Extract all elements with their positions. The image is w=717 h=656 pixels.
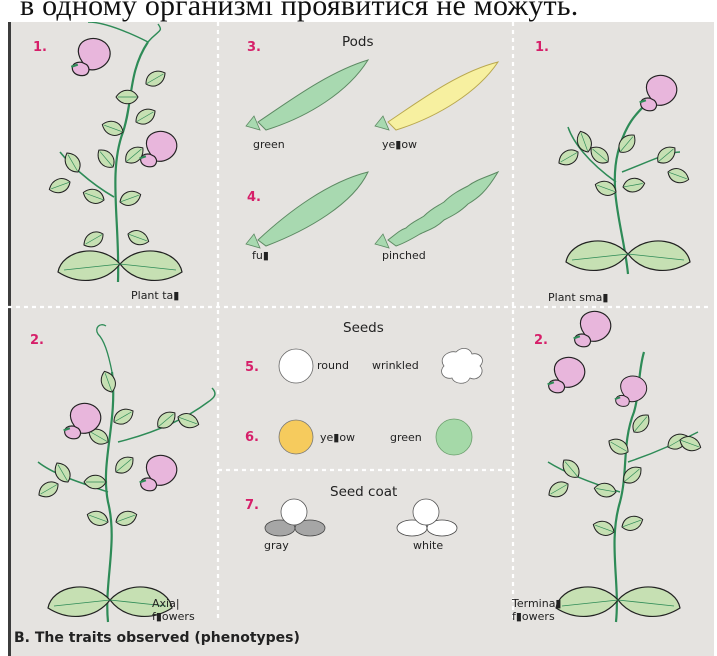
pod-pinched-shape [375,172,498,248]
label-pod-full: fu▮ [252,250,269,262]
pod-green-shape [246,60,368,130]
diagram-art [8,22,711,656]
seed-round-shape [279,349,313,383]
label-axial-flowers: f▮owers [152,611,195,623]
number-4: 4. [247,190,261,205]
plant-axial-illustration [36,325,215,622]
pod-full-shape [246,172,368,248]
pod-yellow-shape [375,62,498,130]
label-pod-green: green [253,139,285,151]
seed-coat-title: Seed coat [330,484,397,500]
number-3: 3. [247,40,261,55]
label-seed-yellow: ye▮ow [320,432,355,444]
label-coat-gray: gray [264,540,289,552]
figure-caption: B. The traits observed (phenotypes) [14,630,300,646]
label-seed-green: green [390,432,422,444]
pods-title: Pods [342,34,374,50]
label-plant-tall: Plant ta▮ [131,290,179,302]
plant-terminal-illustration [546,311,703,622]
label-axial: Axia| [152,598,180,610]
number-2-right: 2. [534,333,548,348]
seeds-title: Seeds [343,320,384,336]
plant-tall-illustration [47,22,182,282]
number-1-right: 1. [535,40,549,55]
seed-coat-gray-shape [265,499,325,536]
plant-small-illustration [556,75,691,274]
label-terminal-flowers: f▮owers [512,611,555,623]
seed-green-shape [436,419,472,455]
label-pod-pinched: pinched [382,250,426,262]
number-7: 7. [245,498,259,513]
label-plant-small: Plant sma▮ [548,292,608,304]
number-5: 5. [245,360,259,375]
label-seed-round: round [317,360,349,372]
seed-wrinkled-shape [442,348,483,383]
seed-coat-white-shape [397,499,457,536]
label-seed-wrinkled: wrinkled [372,360,419,372]
label-coat-white: white [413,540,443,552]
label-terminal: Termina▮ [512,598,561,610]
number-6: 6. [245,430,259,445]
number-1-left: 1. [33,40,47,55]
number-2-left: 2. [30,333,44,348]
seed-yellow-shape [279,420,313,454]
label-pod-yellow: ye▮ow [382,139,417,151]
